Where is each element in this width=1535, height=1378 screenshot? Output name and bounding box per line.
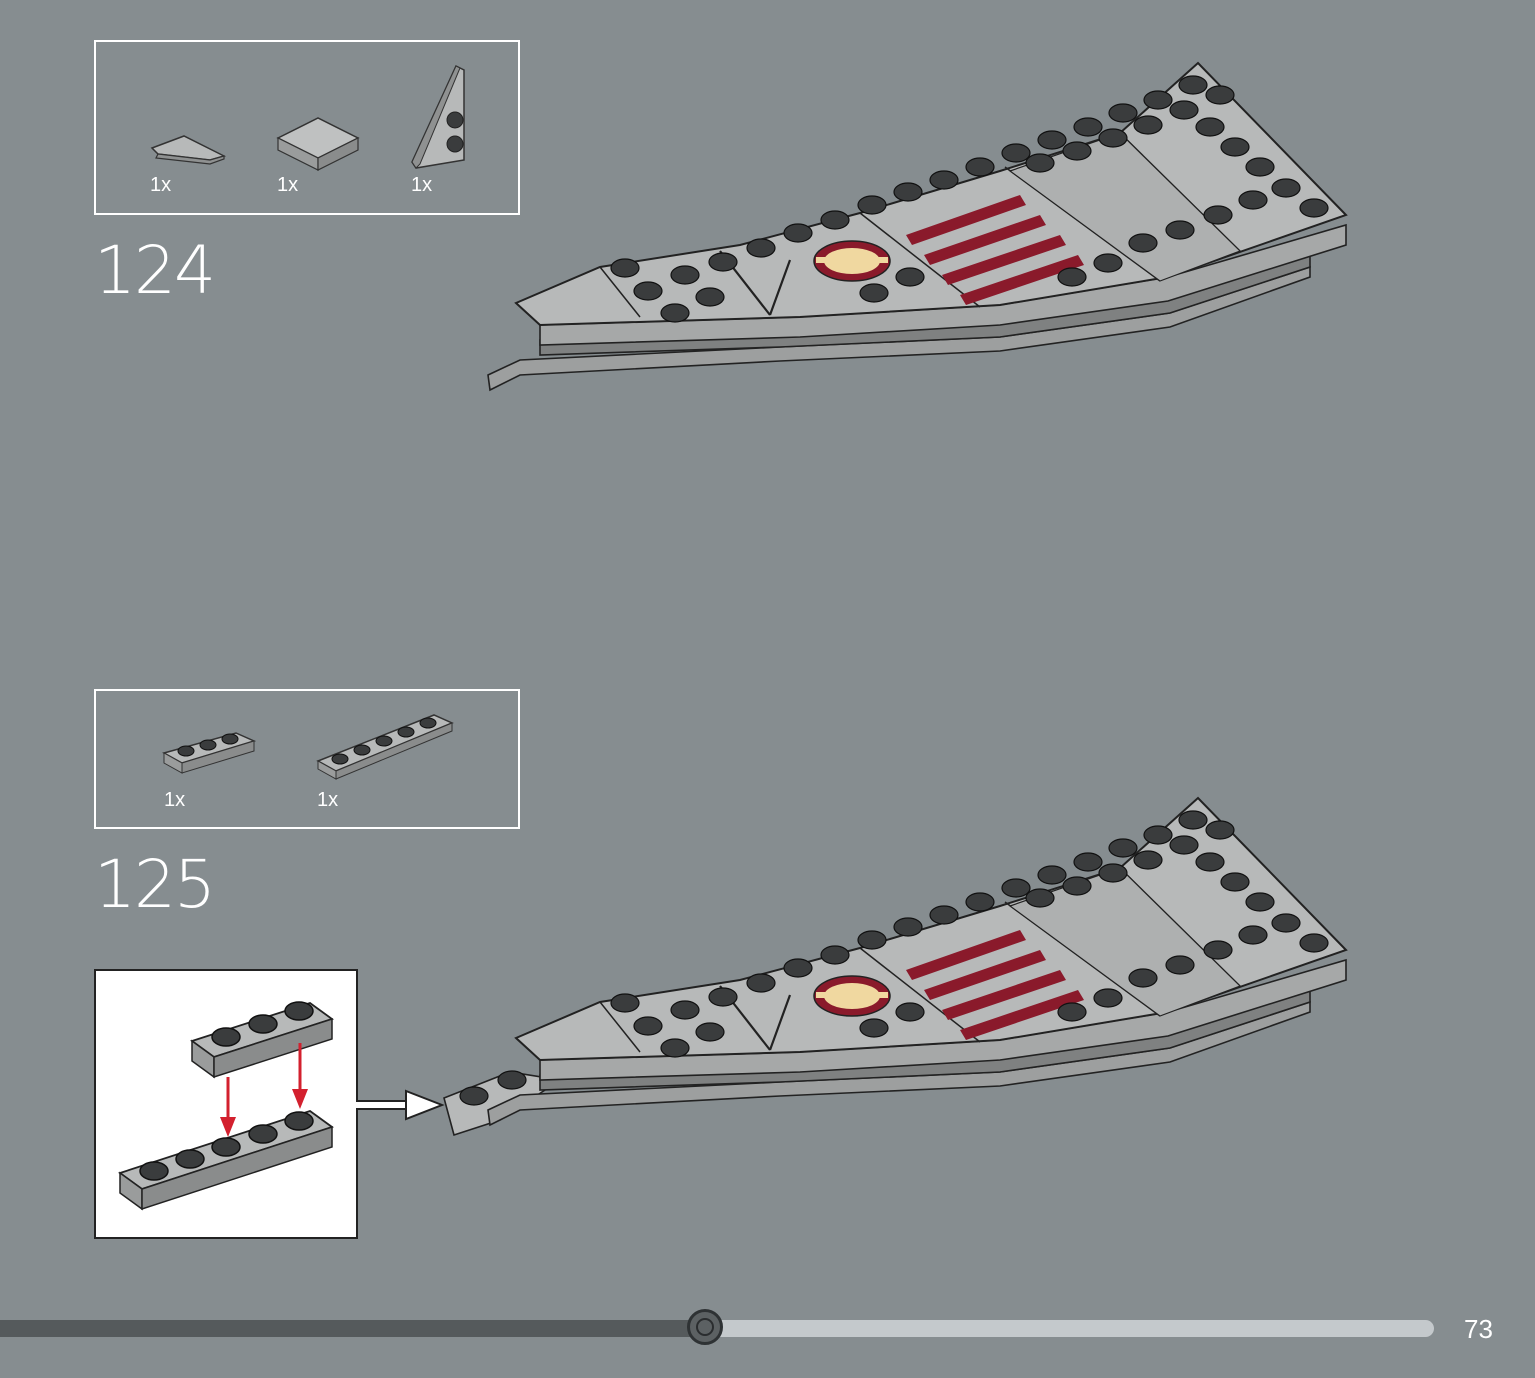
part-qty: 1x <box>164 789 185 812</box>
part-qty: 1x <box>150 174 171 197</box>
wedge-tile-part-icon <box>150 134 226 164</box>
parts-callout-step-124: 1x 1x 1x <box>94 40 520 215</box>
part-qty: 1x <box>277 174 298 197</box>
plate-1x3-part-icon <box>162 731 256 781</box>
plate-1x6-part-icon <box>316 713 456 781</box>
progress-fill <box>0 1320 705 1337</box>
pointer-arrow-icon <box>356 1088 448 1122</box>
step-number: 125 <box>94 852 214 918</box>
subassembly-illustration <box>96 971 360 1241</box>
part-qty: 1x <box>317 789 338 812</box>
page-number: 73 <box>1464 1314 1493 1345</box>
model-illustration-step-125 <box>440 790 1360 1140</box>
part-qty: 1x <box>411 174 432 197</box>
progress-track <box>705 1320 1434 1337</box>
wedge-plate-part-icon <box>408 64 468 172</box>
square-tile-part-icon <box>276 116 360 174</box>
subassembly-inset <box>94 969 358 1239</box>
model-illustration-step-124 <box>480 55 1360 400</box>
progress-knob[interactable] <box>687 1309 723 1345</box>
step-number: 124 <box>94 238 214 304</box>
